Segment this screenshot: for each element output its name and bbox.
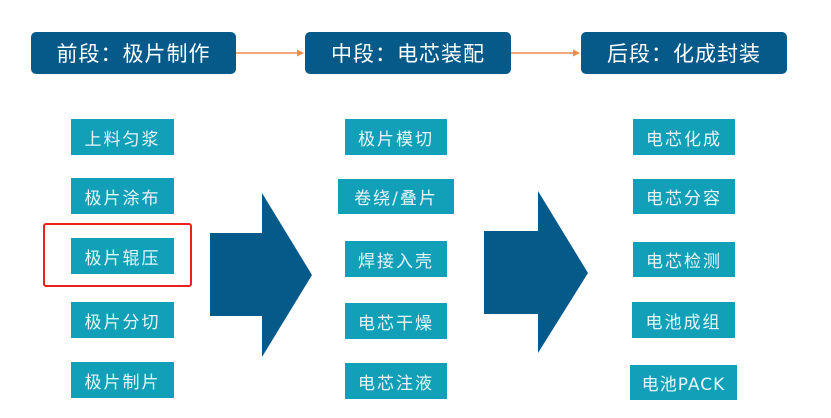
highlight-box — [43, 223, 192, 287]
connector-arrowhead-2 — [573, 49, 580, 57]
step-electrode-slitting: 极片分切 — [71, 302, 174, 338]
big-arrow-right-icon — [484, 191, 588, 353]
step-cell-drying: 电芯干燥 — [345, 303, 447, 339]
step-cell-testing: 电芯检测 — [633, 242, 735, 277]
big-arrow-right-icon — [210, 193, 312, 357]
step-cell-formation: 电芯化成 — [633, 119, 735, 155]
step-winding-stacking: 卷绕/叠片 — [338, 179, 454, 214]
step-electrolyte-filling: 电芯注液 — [345, 363, 447, 399]
stage-front: 前段：极片制作 — [31, 32, 236, 74]
step-electrode-coating: 极片涂布 — [71, 178, 174, 214]
connector-arrowhead-1 — [297, 49, 304, 57]
stage-back: 后段：化成封装 — [581, 32, 787, 74]
stage-middle: 中段：电芯装配 — [305, 32, 511, 74]
step-battery-assembly: 电池成组 — [632, 302, 735, 338]
step-welding-casing: 焊接入壳 — [345, 241, 447, 277]
step-cell-grading: 电芯分容 — [633, 179, 735, 214]
step-electrode-rolling: 极片辊压 — [71, 238, 174, 274]
step-die-cutting: 极片模切 — [345, 119, 447, 155]
step-electrode-making: 极片制片 — [71, 362, 174, 398]
step-battery-pack: 电池PACK — [630, 365, 737, 400]
step-slurry-mixing: 上料匀浆 — [71, 119, 174, 155]
